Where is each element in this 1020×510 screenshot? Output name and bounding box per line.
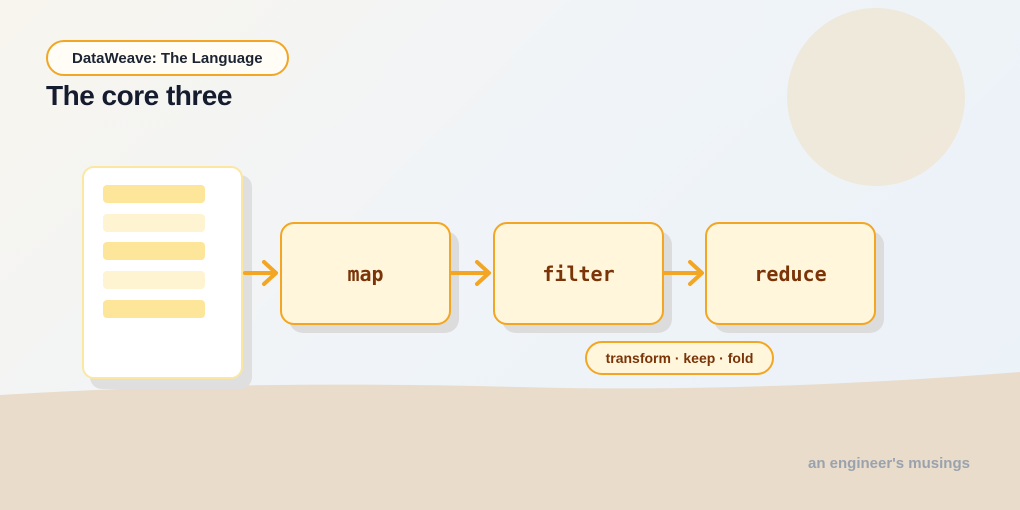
- document-line: [103, 271, 205, 289]
- footer-signature: an engineer's musings: [808, 455, 970, 472]
- stage-map: map: [280, 222, 451, 325]
- pipeline-caption: transform · keep · fold: [585, 341, 774, 375]
- background-circle: [787, 8, 965, 186]
- document-line: [103, 300, 205, 318]
- stage-reduce: reduce: [705, 222, 876, 325]
- document-line: [103, 185, 205, 203]
- stage-filter-label: filter: [542, 261, 615, 286]
- pipeline-caption-label: transform · keep · fold: [605, 350, 754, 366]
- series-tag: DataWeave: The Language: [46, 40, 289, 76]
- stage-map-label: map: [347, 261, 384, 286]
- stage-reduce-label: reduce: [754, 261, 827, 286]
- document-line: [103, 214, 205, 232]
- input-document: [82, 166, 243, 379]
- document-line: [103, 242, 205, 260]
- series-tag-label: DataWeave: The Language: [72, 49, 263, 67]
- stage-filter: filter: [493, 222, 664, 325]
- page-title: The core three: [46, 80, 232, 111]
